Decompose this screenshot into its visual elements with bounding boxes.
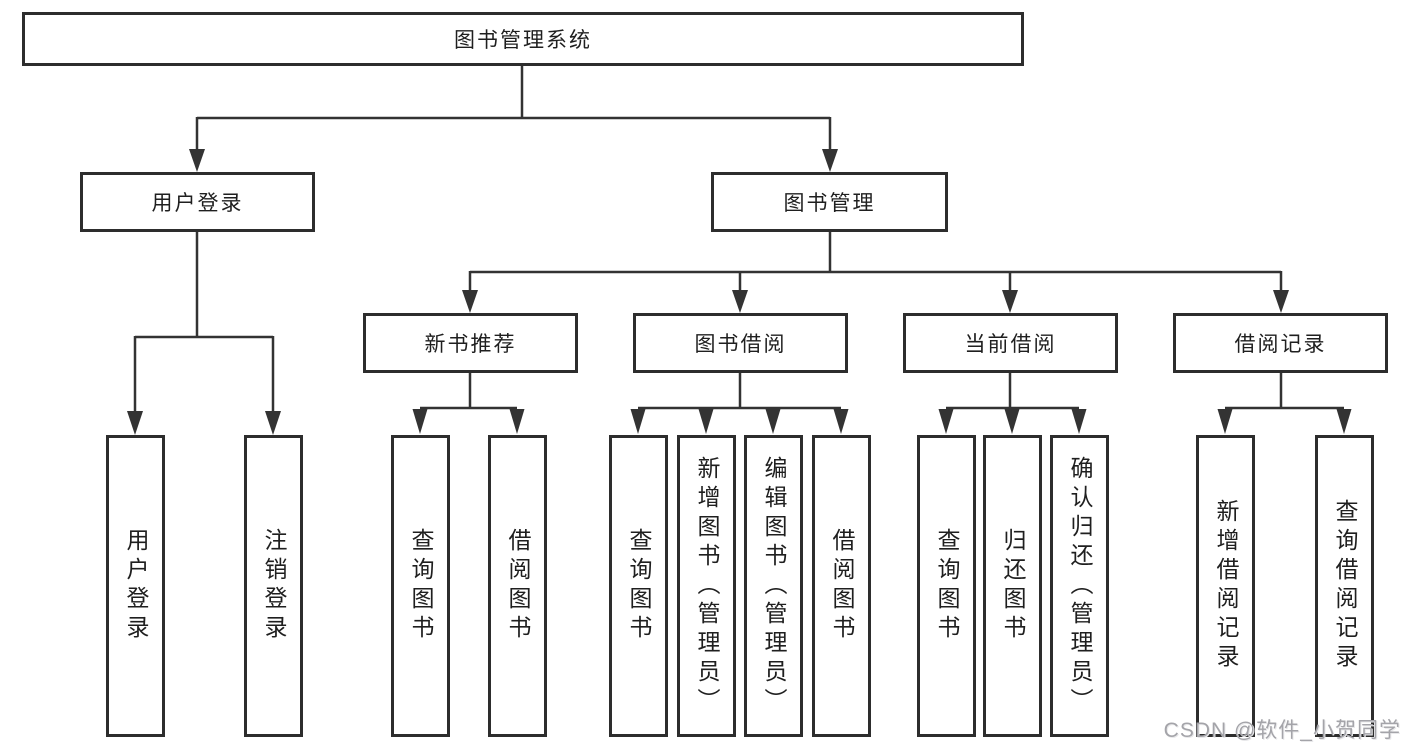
leaf-borrow-books-recommend: 借阅图书 (488, 435, 547, 737)
node-current-borrow: 当前借阅 (903, 313, 1118, 373)
leaf-label: 查询借阅记录 (1332, 499, 1358, 673)
leaf-add-books-admin: 新增图书（管理员） (677, 435, 736, 737)
leaf-borrow-books: 借阅图书 (812, 435, 871, 737)
leaf-label: 确认归还（管理员） (1067, 455, 1093, 717)
node-book-borrow: 图书借阅 (633, 313, 848, 373)
leaf-label: 归还图书 (1000, 528, 1026, 644)
leaf-label: 查询图书 (408, 528, 434, 644)
leaf-confirm-return-admin: 确认归还（管理员） (1050, 435, 1109, 737)
leaf-return-books: 归还图书 (983, 435, 1042, 737)
leaf-query-books-current: 查询图书 (917, 435, 976, 737)
csdn-watermark: CSDN @软件_小贺同学 (1163, 719, 1401, 742)
leaf-label: 查询图书 (934, 528, 960, 644)
node-user-login: 用户登录 (80, 172, 315, 232)
leaf-label: 新增图书（管理员） (694, 455, 720, 717)
node-root-system: 图书管理系统 (22, 12, 1024, 66)
node-book-management: 图书管理 (711, 172, 948, 232)
leaf-user-login: 用户登录 (106, 435, 165, 737)
leaf-label: 注销登录 (261, 528, 287, 644)
leaf-label: 查询图书 (626, 528, 652, 644)
leaf-label: 新增借阅记录 (1213, 499, 1239, 673)
leaf-query-borrow-record: 查询借阅记录 (1315, 435, 1374, 737)
leaf-label: 用户登录 (123, 528, 149, 644)
node-borrow-records: 借阅记录 (1173, 313, 1388, 373)
leaf-query-books-borrow: 查询图书 (609, 435, 668, 737)
leaf-label: 借阅图书 (505, 528, 531, 644)
leaf-query-books-recommend: 查询图书 (391, 435, 450, 737)
leaf-edit-books-admin: 编辑图书（管理员） (744, 435, 803, 737)
leaf-logout: 注销登录 (244, 435, 303, 737)
leaf-label: 借阅图书 (829, 528, 855, 644)
leaf-add-borrow-record: 新增借阅记录 (1196, 435, 1255, 737)
node-new-book-recommend: 新书推荐 (363, 313, 578, 373)
leaf-label: 编辑图书（管理员） (761, 455, 787, 717)
